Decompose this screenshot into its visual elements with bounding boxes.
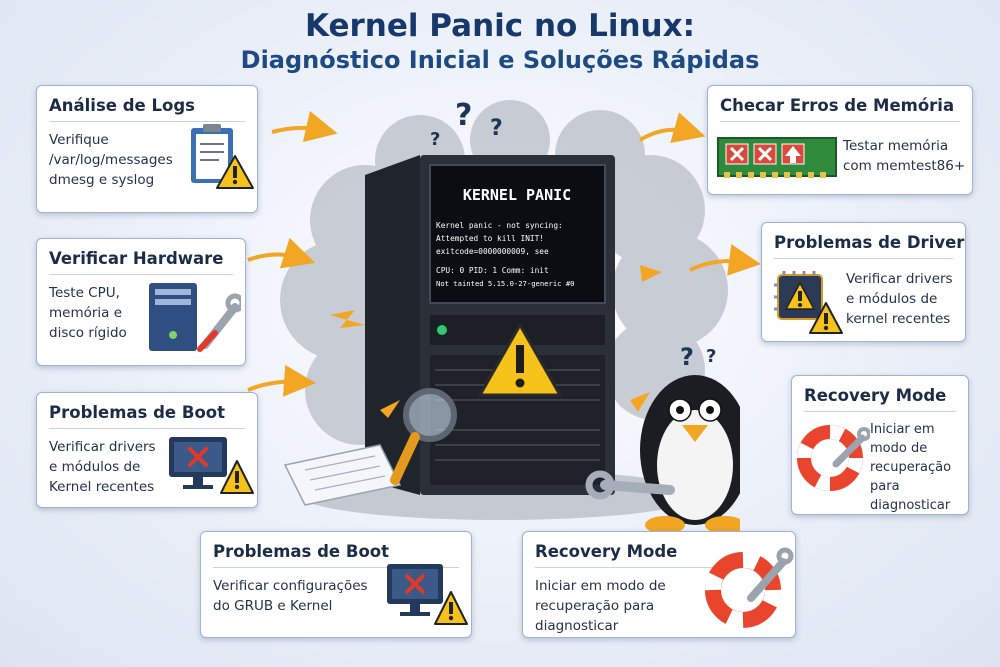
svg-text:?: ? [490,116,503,141]
card-recovery-right: Recovery Mode Iniciar em modo de recuper… [791,375,969,515]
card-driver: Problemas de Driver Verificar drivers e … [761,222,966,342]
warning-icon [478,323,562,397]
arrow-icon [689,244,761,276]
card-title: Checar Erros de Memória [720,96,960,122]
card-body: Verificar drivers e módulos de Kernel re… [49,439,156,495]
panic-screen-line: CPU: 0 PID: 1 Comm: init [436,266,549,275]
wrench-icon [585,470,675,500]
sparks-icon [330,265,662,418]
monitor-error-icon [169,437,254,494]
power-led [437,325,447,335]
card-body: Verificar drivers e módulos de kernel re… [846,271,953,327]
card-body: Teste CPU, memória e disco rígido [49,285,127,341]
chip-warning-icon [774,271,843,334]
page-title: Kernel Panic no Linux: [304,8,696,44]
panic-screen-header: KERNEL PANIC [463,186,571,204]
server-tower [365,155,615,495]
ram-module-icon [717,137,837,178]
page-subtitle: Diagnóstico Inicial e Soluções Rápidas [240,46,760,74]
card-recovery-bottom: Recovery Mode Iniciar em modo de recuper… [522,531,796,638]
card-body: Iniciar em modo de recuperação para diag… [535,578,666,634]
card-body: Verifique /var/log/messages dmesg e sysl… [49,132,173,188]
card-boot-left: Problemas de Boot Verificar drivers e mó… [36,392,258,508]
panic-screen-line: Attempted to kill INIT! [436,234,544,243]
magnifying-glass-icon [390,388,457,485]
card-title: Problemas de Driver [774,233,964,259]
arrow-icon [247,364,316,397]
card-log-analysis: Análise de Logs Verifique /var/log/messa… [36,85,258,213]
question-marks-icon: ? ? ? ? ? [430,100,716,371]
lifebuoy-icon [705,547,794,628]
card-body: Iniciar em modo de recuperação para diag… [870,422,952,513]
card-title: Análise de Logs [49,96,245,122]
panic-screen-line: Not tainted 5.15.0-27-generic #0 [436,279,574,288]
panic-screen [429,164,606,304]
svg-text:?: ? [430,129,440,150]
card-body: Testar memória com memtest86+ [843,138,966,174]
card-title: Recovery Mode [804,386,956,412]
panic-screen-line: Kernel panic - not syncing: [436,221,563,230]
panic-screen-line: exitcode=0000000009, see [436,247,549,256]
card-title: Problemas de Boot [213,542,459,568]
card-title: Recovery Mode [535,542,783,568]
svg-text:?: ? [706,346,716,367]
clipboard-icon [191,124,254,189]
wrench-icon [747,558,787,602]
wrench-icon [832,434,866,468]
arrow-icon [247,237,316,269]
card-title: Verificar Hardware [49,249,233,275]
central-illustration: KERNEL PANIC Kernel panic - not syncing:… [280,100,740,534]
papers-icon [283,444,402,506]
monitor-error-icon [387,564,468,625]
arrow-icon [271,110,338,143]
card-title: Problemas de Boot [49,403,245,429]
lifebuoy-icon [797,425,870,491]
card-hardware: Verificar Hardware Teste CPU, memória e … [36,238,246,366]
card-memory: Checar Erros de Memória Testar memória c… [707,85,973,195]
svg-text:?: ? [455,100,472,133]
arrow-icon [638,112,706,144]
card-boot-bottom: Problemas de Boot Verificar configuraçõe… [200,531,472,638]
svg-text:?: ? [680,343,694,371]
computer-tower-icon [149,283,241,352]
card-body: Verificar configurações do GRUB e Kernel [213,578,368,614]
